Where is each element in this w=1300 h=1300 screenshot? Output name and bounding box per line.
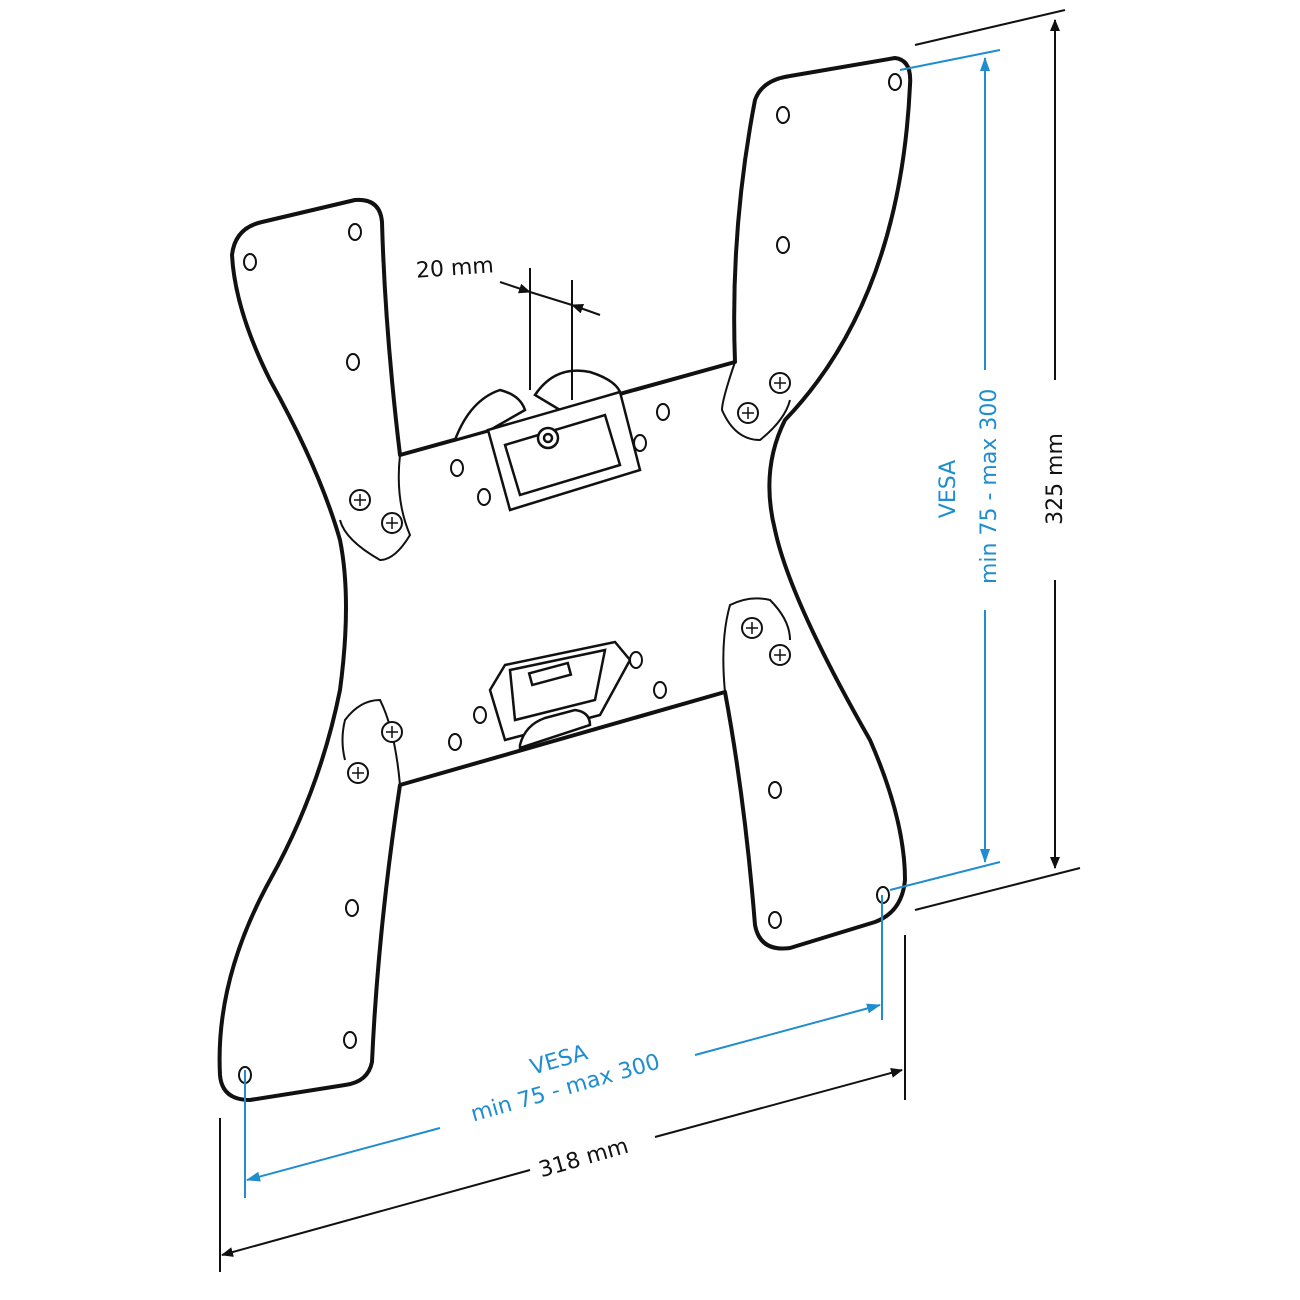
height-label: 325 mm [1042,433,1068,525]
top-tilt-mechanism [452,369,642,512]
bracket-plate [217,56,913,1102]
offset-label: 20 mm [415,253,495,284]
width-dimension [219,935,906,1272]
vertical-vesa-range: min 75 - max 300 [977,388,1002,584]
bottom-tilt-mechanism [488,640,632,750]
vesa-horizontal-dimension [244,895,883,1198]
height-dimension [914,9,1081,911]
vesa-vertical-dimension [889,49,1001,891]
offset-dimension [499,268,601,400]
vertical-vesa-title: VESA [936,459,962,519]
screw-holes [238,73,902,1084]
